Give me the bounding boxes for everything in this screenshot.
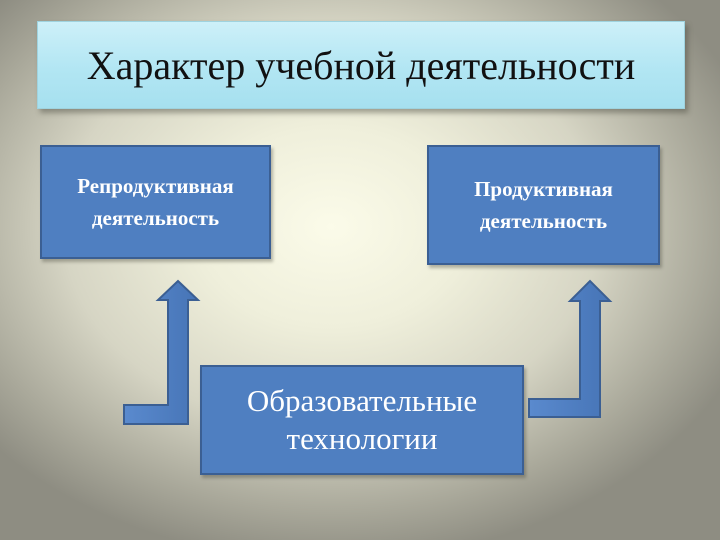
diagram-title-box: Характер учебной деятельности xyxy=(37,21,685,109)
node-educational-technologies: Образовательные технологии xyxy=(200,365,524,475)
node-reproductive-label: Репродуктивная деятельность xyxy=(42,170,269,234)
node-technologies-line1: Образовательные xyxy=(246,383,478,418)
arrow-to-reproductive xyxy=(123,279,201,425)
node-productive-activity: Продуктивная деятельность xyxy=(427,145,660,265)
node-productive-line2: деятельность xyxy=(479,209,608,233)
node-productive-label: Продуктивная деятельность xyxy=(429,173,658,237)
node-productive-line1: Продуктивная xyxy=(474,177,613,201)
arrow-to-productive xyxy=(528,279,613,418)
node-technologies-line2: технологии xyxy=(286,421,438,456)
node-reproductive-activity: Репродуктивная деятельность xyxy=(40,145,271,259)
diagram-title: Характер учебной деятельности xyxy=(86,42,636,88)
node-reproductive-line1: Репродуктивная xyxy=(77,174,234,198)
node-technologies-label: Образовательные технологии xyxy=(202,382,522,458)
node-reproductive-line2: деятельность xyxy=(91,206,220,230)
